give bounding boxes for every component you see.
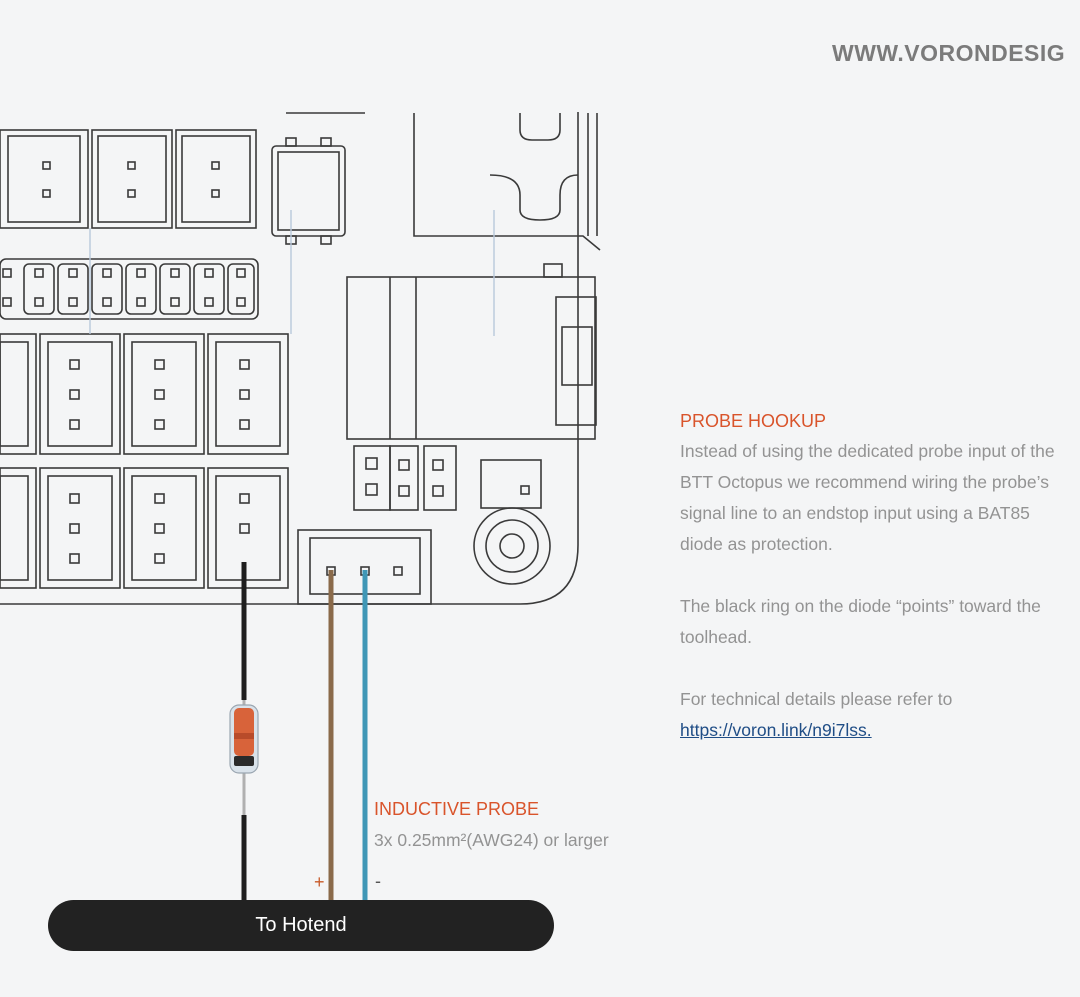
to-hotend-label: To Hotend [255,914,347,936]
probe-hookup-title: PROBE HOOKUP [680,411,827,431]
bat85-diode [229,704,259,774]
positive-polarity-label: + [314,872,325,892]
inductive-probe-label: INDUCTIVE PROBE 3x 0.25mm²(AWG24) or lar… [374,798,609,851]
board-outline [0,112,579,605]
jumper-header-row [0,258,259,320]
technical-details-note: For technical details please refer to ht… [680,684,1070,746]
square-component [271,112,365,245]
probe-hookup-description: Instead of using the dedicated probe inp… [680,441,1055,554]
inductive-probe-title: INDUCTIVE PROBE [374,799,540,819]
wire-gauge-spec: 3x 0.25mm²(AWG24) or larger [374,830,609,850]
probe-hookup-info: PROBE HOOKUP Instead of using the dedica… [680,410,1070,746]
diode-orientation-note: The black ring on the diode “points” tow… [680,596,1041,647]
technical-details-prefix: For technical details please refer to [680,689,953,709]
two-pin-connector-row [0,129,257,229]
website-url: WWW.VORONDESIG [832,40,1066,66]
three-pin-connector-rows [0,333,289,589]
small-components [353,445,551,585]
large-connector-block [346,263,597,440]
to-hotend-bar: To Hotend [48,900,554,951]
negative-polarity-label: - [375,871,381,891]
technical-details-link[interactable]: https://voron.link/n9i7lss. [680,720,872,740]
wires [241,562,368,902]
usb-port [413,113,601,251]
